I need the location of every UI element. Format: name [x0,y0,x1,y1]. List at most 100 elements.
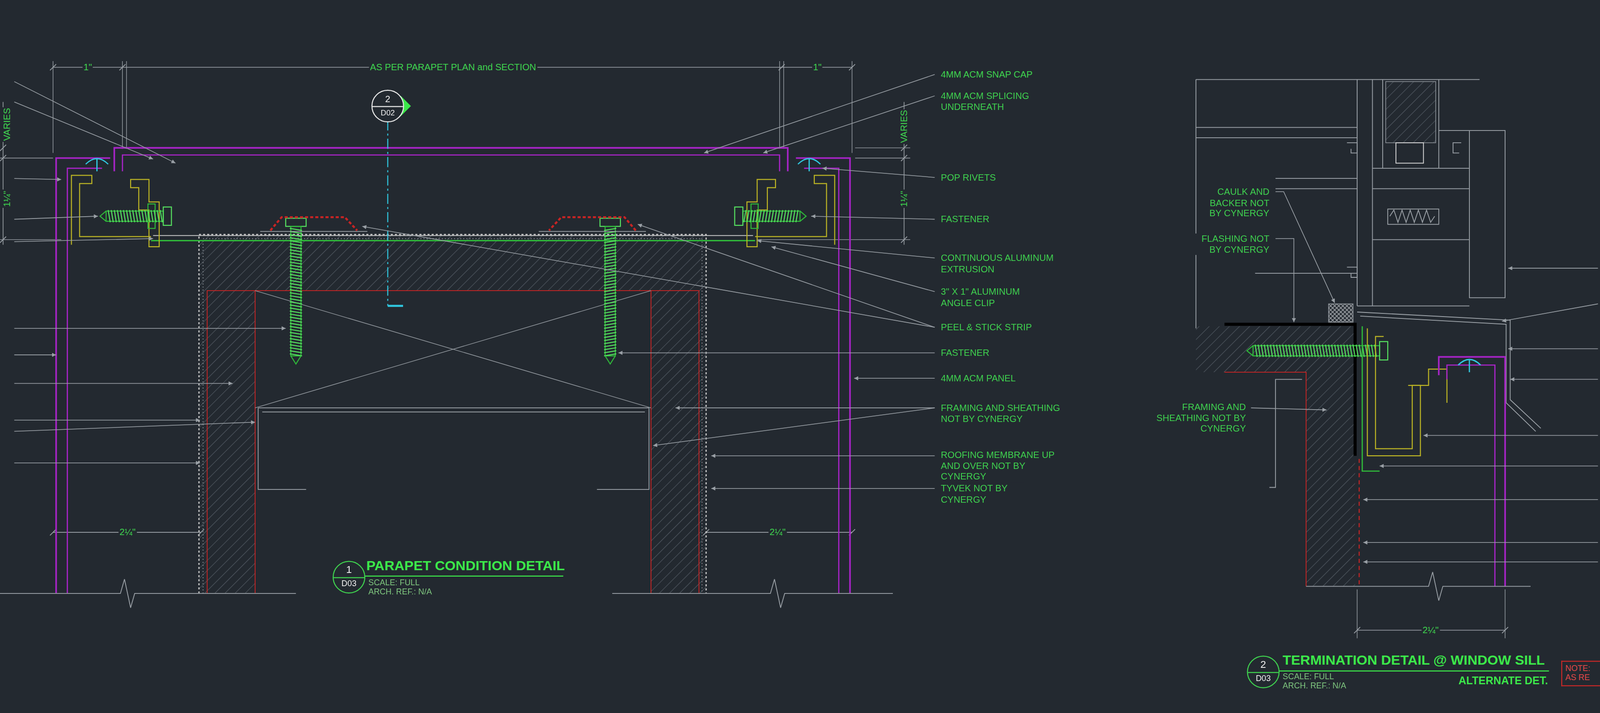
dimension-text: 2¼" [768,527,787,538]
fastener-thread [1254,345,1377,358]
framing-line [207,290,699,594]
fastener-tip [290,356,301,365]
continuous-extrusion [151,240,756,242]
window-frame [1196,79,1480,329]
leader-line [14,419,200,421]
leader-line [14,383,233,385]
parapet-left-side [56,157,368,594]
dimension-text: 2¼" [1421,625,1440,636]
leader-line [1510,379,1598,381]
fastener-head [1379,341,1388,361]
window-frame [1357,79,1439,306]
note-text: NOTE: AS RE [1565,664,1597,683]
callout-label: FRAMING AND SHEATHING NOT BY CYNERGY [939,403,1077,425]
leader-line [1251,408,1327,410]
fastener-head [163,207,172,226]
section-marker: 2D02 [371,89,405,123]
leader-line [653,408,935,446]
callout-label: FRAMING AND SHEATHING NOT BY CYNERGY [1143,402,1248,435]
leader-line [618,352,935,354]
reference-note: ARCH. REF.: N/A [367,587,434,598]
circle-divider [372,105,404,107]
leader-line [711,488,935,490]
pop-rivet [85,158,109,172]
sheathing-hatch [199,234,707,291]
break-line [1306,572,1531,602]
leader-line [14,178,62,180]
break-line [612,579,893,609]
leader-line [703,74,935,153]
detail-reference: 2 [1260,660,1266,671]
extrusion-profile [1408,369,1448,404]
leader-line [637,224,935,328]
dimension-text: 2¼" [118,527,137,538]
leader-line [1363,542,1598,544]
acm-snap-cap [122,155,780,172]
acm-panel [56,157,111,594]
leader-line [14,462,200,464]
sheathing-hatch [1306,326,1355,587]
leader-line [711,455,935,457]
callout-label: 4MM ACM PANEL [939,373,1017,384]
frame-clip [1347,142,1462,278]
leader-line [1275,238,1294,323]
detail-title: PARAPET CONDITION DETAIL [365,558,566,575]
acm-panel [796,157,850,594]
callout-label: TYVEK NOT BY CYNERGY [939,483,1024,506]
callout-label: ROOFING MEMBRANE UP AND OVER NOT BY CYNE… [939,450,1065,483]
parapet-right-side [538,157,850,594]
callout-label: FASTENER [939,214,991,225]
callout-label: FLASHING NOT BY CYNERGY [1195,233,1271,256]
continuous-extrusion [1362,326,1380,472]
fastener-thread [603,228,617,357]
leader-line [14,328,286,330]
leader-line [14,216,98,220]
callout-label: POP RIVETS [939,172,997,184]
dimension-tick [0,144,6,151]
dimension-tick [50,529,57,536]
detail-title: TERMINATION DETAIL @ WINDOW SILL [1281,653,1547,670]
section-line-end [387,304,404,307]
frame-bolt [1387,209,1439,225]
leader-line [854,378,935,380]
leader-line [675,407,935,409]
pop-rivet [1458,359,1481,373]
steel-stud [258,408,650,490]
leader-line [14,422,256,432]
leader-line [1508,267,1599,269]
leader-line [763,95,935,153]
acm-panel [1438,356,1506,587]
acm-snap-cap [114,147,788,172]
scale-note: SCALE: FULL [1281,672,1336,682]
fastener-tip [605,356,616,365]
fastener-head [285,218,307,227]
dimension-text: 1" [812,62,823,73]
fastener-thread [289,228,303,357]
callout-label: 4MM ACM SPLICING UNDERNEATH [939,90,1044,113]
dimension-text: AS PER PARAPET PLAN and SECTION [368,62,537,73]
leader-line [1379,466,1598,467]
callout-label: FASTENER [939,347,991,359]
tyvek-line [1358,459,1360,587]
window-sill-detail [1196,79,1549,672]
leader-line [14,354,57,356]
pop-rivet [797,158,821,172]
peel-stick-strip [549,217,636,231]
sill-flashing [1360,316,1536,432]
leader-line [757,241,935,259]
title-underline [364,576,564,578]
leader-line [1501,304,1598,322]
acm-panel [67,168,103,594]
bolt-thread [1390,209,1435,223]
glazing-spacer [1395,142,1424,164]
leader-line [1363,499,1598,501]
callout-label: CAULK AND BACKER NOT BY CYNERGY [1201,186,1271,219]
title-underline [1278,671,1549,672]
detail-number: 1D03 [332,561,366,594]
extension-line [1357,589,1506,639]
circle-divider [333,577,365,579]
section-line [387,120,389,307]
acm-panel [803,168,839,594]
